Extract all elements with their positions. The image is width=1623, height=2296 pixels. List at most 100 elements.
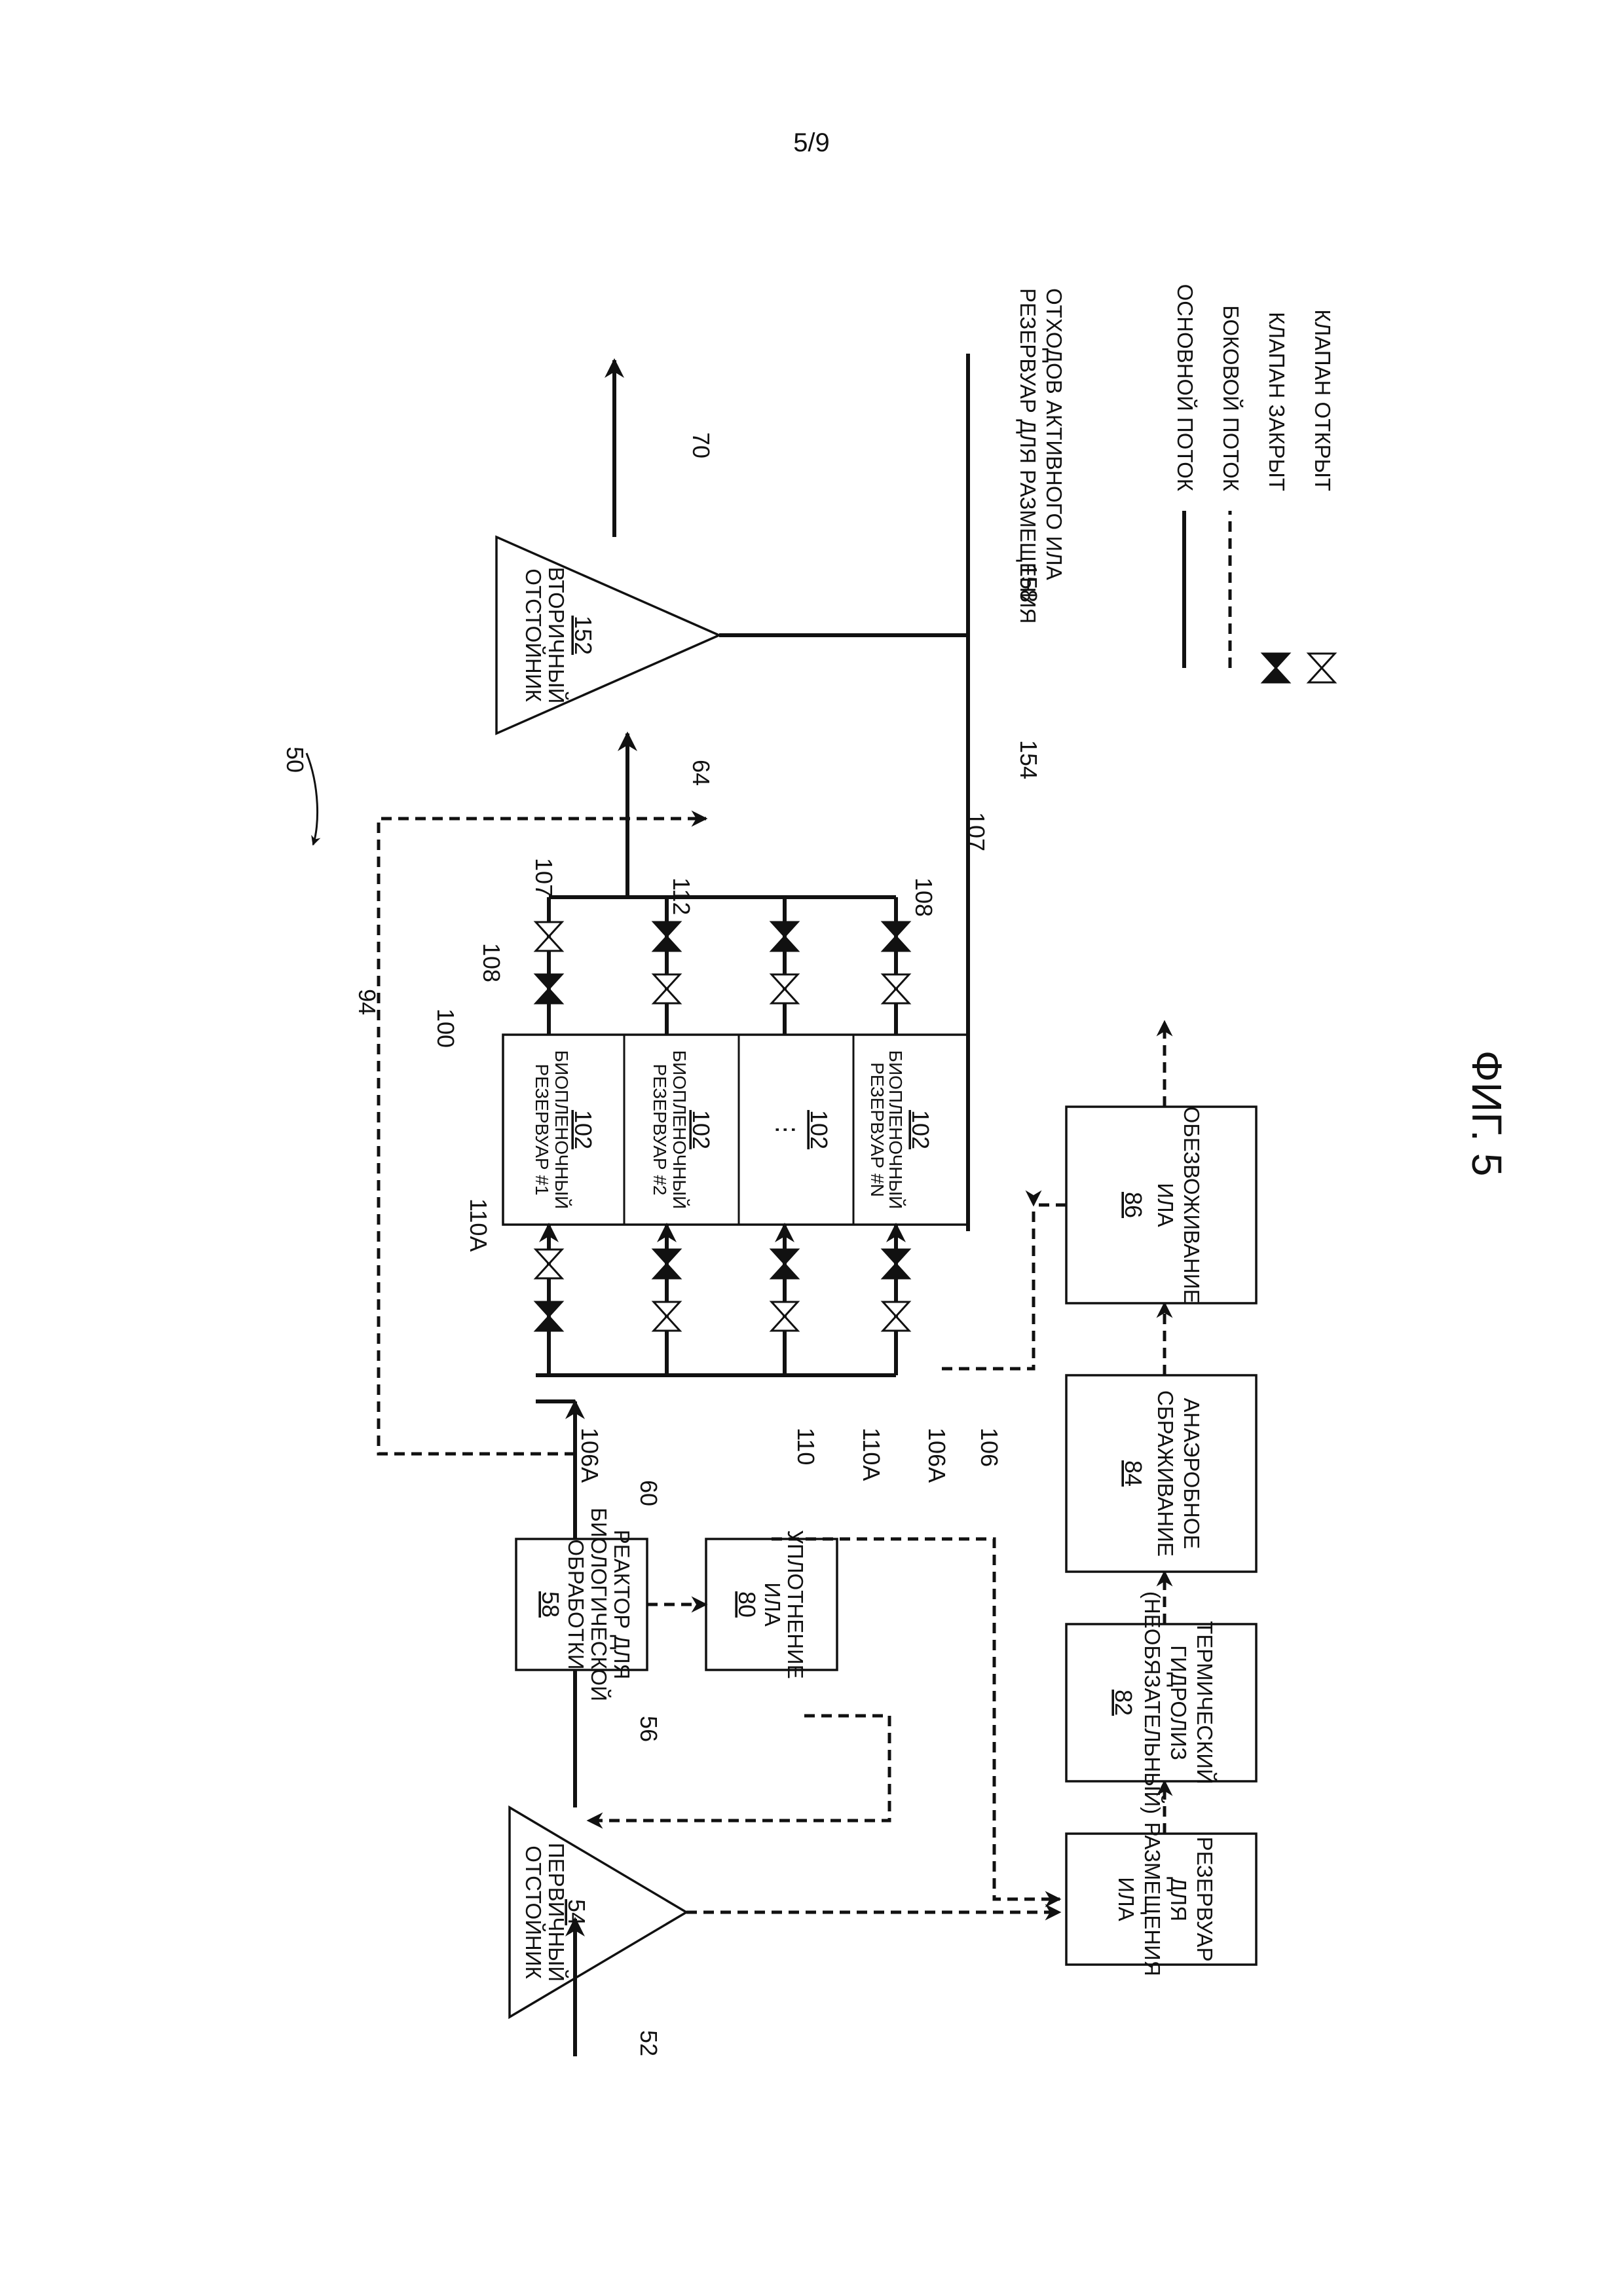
biofilm-group-ref: 100 [432,1009,459,1048]
valve-108-ref-top: 108 [478,943,505,982]
dewatering-line1: ОБЕЗВОЖИВАНИЕ [1180,1106,1204,1303]
secondary-clarifier-ref: 152 [570,616,597,655]
final-effluent-ref: 70 [688,432,715,458]
legend-valve-closed-icon [1261,652,1290,684]
inlet-manifold [536,1373,896,1403]
outlet-107-ref-top: 107 [531,858,557,897]
thickening-return-dashed [586,1714,891,1829]
biofilm-tank-dots-ref: 102 [806,1110,832,1149]
inlet-manifold-ref: 110 [793,1428,819,1465]
sludge-storage-block: РЕЗЕРВУАР ДЛЯ РАЗМЕЩЕНИЯ ИЛА [1065,1822,1258,1976]
biofilm-tank-2-line2: РЕЗЕРВУАР #2 [650,1064,670,1196]
sludge-thickening-line2: ИЛА [760,1582,785,1626]
biofilm-tank-2-ref: 102 [688,1110,715,1149]
bypass-valve-1 [534,1248,563,1280]
outlet-manifold-ref: 112 [668,878,695,915]
biofilm-tank-1-ref: 102 [570,1110,597,1149]
inlet-valve-2 [652,1301,681,1332]
outlet-valve-3 [770,973,799,1005]
valve-106a-ref-bottom: 106A [923,1428,950,1483]
figure-label: ФИГ. 5 [1463,1050,1510,1177]
legend-side-flow: БОКОВОЙ ПОТОК [1219,305,1243,492]
sludge-thickening-line1: УПЛОТНЕНИЕ [783,1530,808,1679]
bio-reactor-block: РЕАКТОР ДЛЯ БИОЛОГИЧЕСКОЙ ОБРАБОТКИ 58 [515,1508,648,1701]
primary-effluent-ref: 56 [635,1716,662,1742]
anaerobic-digestion-ref: 84 [1120,1460,1147,1487]
inlet-110a-ref-bottom: 110A [858,1428,885,1481]
thermal-hydrolysis-ref: 82 [1110,1690,1137,1716]
reactor-effluent-ref: 60 [635,1480,662,1506]
sludge-thickening-ref: 80 [734,1591,760,1618]
recycle-ref: 94 [354,989,381,1015]
anaerobic-digestion-line2: СБРАЖИВАНИЕ [1153,1390,1178,1557]
was-destination-line1: РЕЗЕРВУАР ДЛЯ РАЗМЕЩЕНИЯ [1016,288,1040,623]
anaerobic-digestion-line1: АНАЭРОБНОЕ [1180,1398,1204,1549]
legend: ОСНОВНОЙ ПОТОК БОКОВОЙ ПОТОК КЛАПАН ЗАКР… [1173,284,1336,684]
system-ref-50: 50 [282,747,308,773]
legend-valve-open-icon [1307,652,1336,684]
biofilm-tank-dots: ⋮ 102 [773,1110,832,1149]
legend-valve-closed: КЛАПАН ЗАКРЫТ [1265,312,1289,491]
effluent-to-secondary-ref: 64 [688,760,715,786]
biofilm-tank-1-line1: БИОПЛЕНОЧНЫЙ [551,1050,572,1210]
waste-valve-2 [652,921,681,952]
sludge-storage-line3: РАЗМЕЩЕНИЯ [1140,1822,1165,1976]
inlet-branches [539,1223,906,1375]
bio-reactor-ref: 58 [537,1591,564,1618]
biofilm-tank-1: БИОПЛЕНОЧНЫЙ РЕЗЕРВУАР #1 102 [532,1050,597,1210]
secondary-clarifier: ВТОРИЧНЫЙ ОТСТОЙНИК 152 [495,535,722,735]
inlet-valve-3 [770,1301,799,1332]
legend-valve-open: КЛАПАН ОТКРЫТ [1311,309,1335,491]
waste-valve-1 [534,921,563,952]
legend-main-flow: ОСНОВНОЙ ПОТОК [1173,284,1197,492]
thermal-hydrolysis-line3: (НЕОБЯЗАТЕЛЬНЫЙ) [1140,1591,1165,1814]
biofilm-tank-1-line2: РЕЗЕРВУАР #1 [532,1064,552,1196]
influent-ref: 52 [635,2030,662,2056]
thermal-hydrolysis-line1: ТЕРМИЧЕСКИЙ [1193,1621,1217,1785]
sludge-storage-line4: ИЛА [1114,1877,1138,1921]
thermal-hydrolysis-line2: ГИДРОЛИЗ [1166,1645,1191,1760]
biofilm-tank-n-line1: БИОПЛЕНОЧНЫЙ [886,1050,906,1210]
outlet-valve-2 [652,973,681,1005]
inlet-110a-ref-top: 110A [465,1198,492,1251]
secondary-clarifier-line2: ОТСТОЙНИК [521,568,546,702]
outlet-branches [547,895,898,1035]
was-ref: 158 [1015,563,1042,602]
bypass-valve-2 [652,1248,681,1280]
thickening-to-storage-dashed [772,1537,1062,1908]
inlet-valve-n [882,1301,910,1332]
sludge-storage-line1: РЕЗЕРВУАР [1193,1837,1217,1962]
bypass-valve-3 [770,1248,799,1280]
thermal-hydrolysis-block: ТЕРМИЧЕСКИЙ ГИДРОЛИЗ (НЕОБЯЗАТЕЛЬНЫЙ) 82 [1065,1591,1258,1814]
waste-valve-n [882,921,910,952]
dewatering-line2: ИЛА [1153,1183,1178,1227]
dewatering-ref: 86 [1120,1192,1147,1218]
was-destination-line2: ОТХОДОВ АКТИВНОГО ИЛА [1042,288,1066,580]
biofilm-tank-n-ref: 102 [907,1110,934,1149]
biofilm-tank-2-line1: БИОПЛЕНОЧНЫЙ [669,1050,690,1210]
secondary-clarifier-line1: ВТОРИЧНЫЙ [544,567,569,704]
was-line [719,354,970,1231]
primary-clarifier-line2: ОТСТОЙНИК [521,1845,546,1979]
dewatering-block: ОБЕЗВОЖИВАНИЕ ИЛА 86 [1065,1105,1258,1305]
outlet-valve-n [882,973,910,1005]
bypass-valve-n [882,1248,910,1280]
valve-106a-ref-top: 106A [576,1428,603,1483]
inlet-valve-1 [534,1301,563,1332]
sludge-return-ref: 106 [976,1428,1003,1467]
page-number: 5/9 [793,128,830,157]
biofilm-tank-dots-line1: ⋮ [773,1118,800,1141]
biofilm-tank-2: БИОПЛЕНОЧНЫЙ РЕЗЕРВУАР #2 102 [650,1050,715,1210]
recycle-line-94 [377,810,708,1456]
biofilm-tank-n-line2: РЕЗЕРВУАР #N [867,1062,887,1197]
sludge-storage-line2: ДЛЯ [1166,1877,1191,1921]
sludge-return-106 [942,1205,1035,1371]
primary-clarifier-line1: ПЕРВИЧНЫЙ [544,1843,569,1982]
sludge-thickening-block: УПЛОТНЕНИЕ ИЛА 80 [705,1530,838,1679]
bio-reactor-line3: ОБРАБОТКИ [564,1539,588,1669]
was-line-ref: 154 [1015,740,1042,779]
valve-108-ref-bottom: 108 [910,878,937,917]
outlet-valve-1 [534,973,563,1005]
primary-clarifier: ПЕРВИЧНЫЙ ОТСТОЙНИК 54 [508,1805,689,2020]
